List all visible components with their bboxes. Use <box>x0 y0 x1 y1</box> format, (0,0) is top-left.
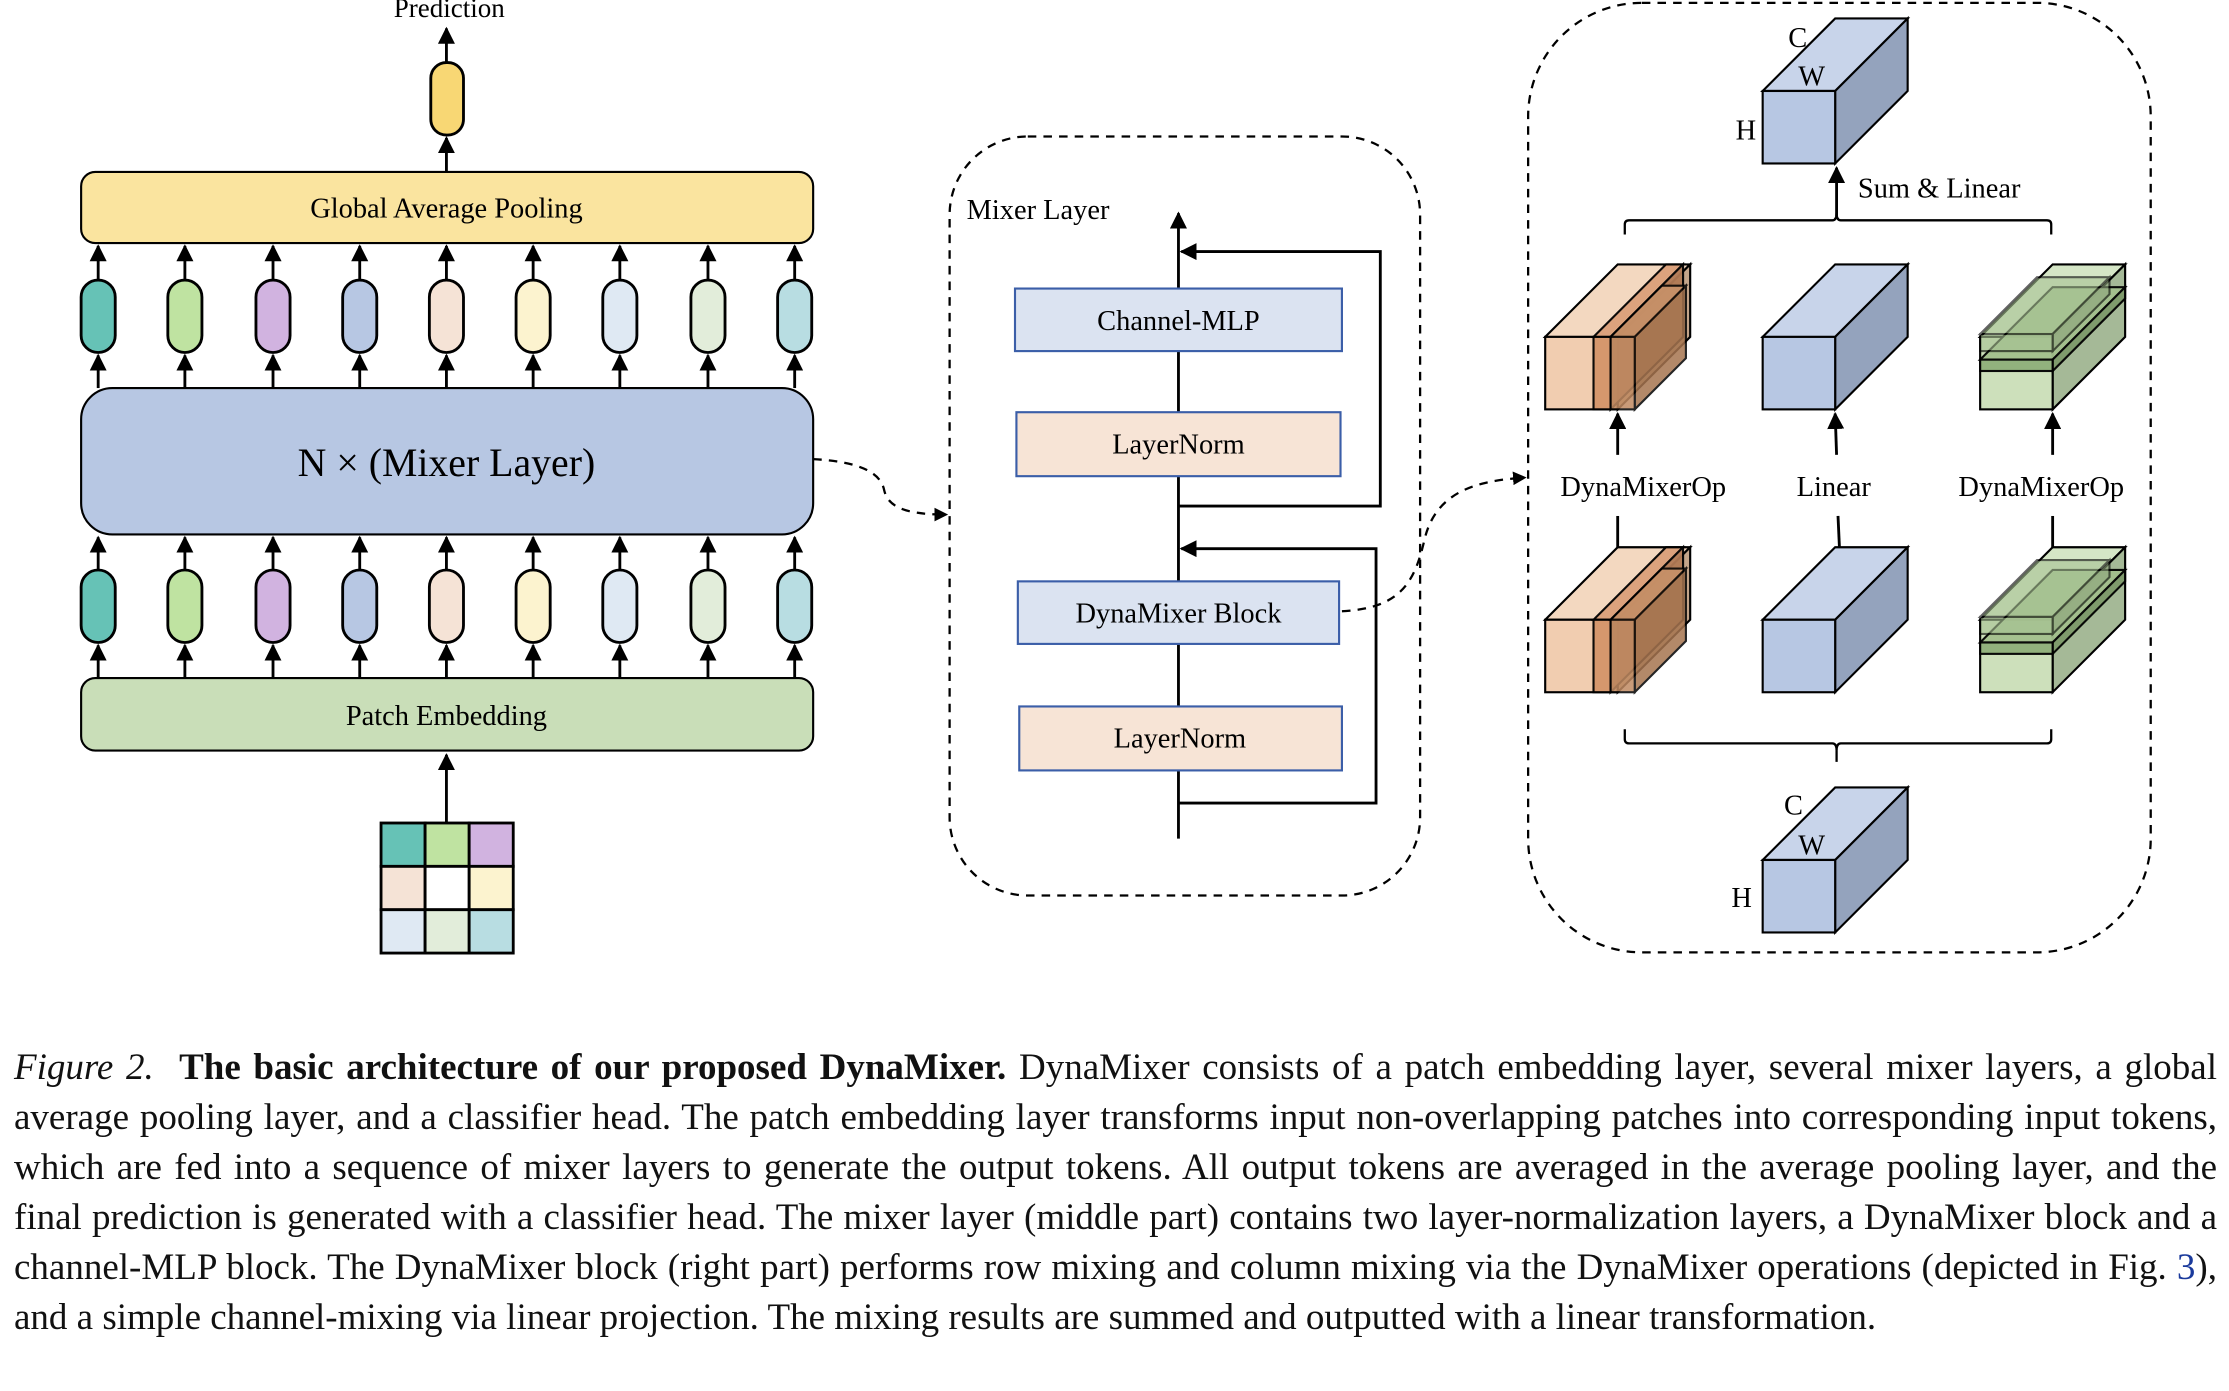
cube-front <box>1979 641 2054 655</box>
token <box>601 278 639 354</box>
layernorm-label: LayerNorm <box>1112 429 1245 460</box>
architecture-diagram: Prediction Global Average Pooling N × (M… <box>79 0 2152 955</box>
pooling-label: Global Average Pooling <box>310 193 582 224</box>
mixer-label: N × (Mixer Layer) <box>298 441 596 485</box>
global-average-pooling-box <box>80 170 815 245</box>
cube-front <box>1609 618 1636 694</box>
channel-mlp-label: Channel-MLP <box>1097 306 1260 337</box>
token <box>689 568 727 644</box>
token <box>79 568 117 644</box>
token-columns <box>79 244 814 679</box>
token <box>341 278 379 354</box>
layernorm-block-top <box>1015 411 1342 478</box>
expand-connector <box>813 457 949 522</box>
patch-cell <box>423 821 471 868</box>
input-tensor-cube <box>1760 784 1911 936</box>
prediction-label: Prediction <box>394 0 505 23</box>
figure-number: Figure 2. <box>14 1047 154 1088</box>
token <box>427 278 465 354</box>
token <box>254 568 292 644</box>
cube-front <box>1761 858 1837 934</box>
token <box>689 278 727 354</box>
caption-body: DynaMixer consists of a patch embedding … <box>14 1047 2217 1288</box>
patch-cell <box>423 864 471 912</box>
prediction-token <box>429 61 465 137</box>
dim-w-label: W <box>1798 830 1825 861</box>
cube-front <box>1592 618 1612 694</box>
dim-c-label: C <box>1788 23 1807 54</box>
patch-cell <box>467 864 515 912</box>
input-patch-grid <box>379 821 515 955</box>
linear-op-label: Linear <box>1797 472 1872 503</box>
channel-mlp-block <box>1013 287 1343 353</box>
left-pipeline: Prediction Global Average Pooling N × (M… <box>79 0 815 955</box>
cube-front <box>1609 335 1636 411</box>
token <box>514 278 552 354</box>
caption-body-end: ), and a simple channel-mixing via linea… <box>14 1247 2217 1338</box>
patch-cell <box>467 821 515 868</box>
mixer-layer-title: Mixer Layer <box>967 195 1110 226</box>
cube-front <box>1979 332 2054 353</box>
dynamixer-block-detail: Sum & Linear DynaMixerOp Linear DynaMixe… <box>1526 1 2152 954</box>
expand-connector <box>1341 471 1527 613</box>
token <box>776 568 814 644</box>
embedding-label: Patch Embedding <box>346 701 547 732</box>
token <box>427 568 465 644</box>
dim-h-label: H <box>1736 115 1757 146</box>
layernorm-block-bottom <box>1018 705 1343 772</box>
patch-cell <box>379 821 427 868</box>
dynamixer-block-label: DynaMixer Block <box>1076 599 1283 630</box>
figure-reference-link[interactable]: 3 <box>2176 1247 2196 1288</box>
token <box>166 278 204 354</box>
row-op-label: DynaMixerOp <box>1560 472 1726 503</box>
token <box>166 568 204 644</box>
linear-tensor-cube <box>1760 544 1911 695</box>
column-op-label: DynaMixerOp <box>1958 472 2124 503</box>
output-tensor-cube <box>1760 15 1911 167</box>
linear-tensor-cube <box>1760 261 1911 412</box>
row-mix-slab <box>1608 283 1689 412</box>
cube-front <box>1761 618 1837 694</box>
patch-cell <box>423 908 471 955</box>
dynamixer-block <box>1016 580 1341 645</box>
row-mix-slab <box>1608 565 1689 695</box>
dim-w-label: W <box>1798 61 1825 92</box>
token <box>776 278 814 354</box>
token <box>514 568 552 644</box>
patch-cell <box>467 908 515 955</box>
patch-cell <box>379 864 427 912</box>
cube-front <box>1592 335 1612 411</box>
token <box>341 568 379 644</box>
split-brace <box>1623 729 2053 751</box>
op-arrows <box>1609 411 2062 548</box>
dim-h-label: H <box>1731 883 1752 914</box>
dim-c-label: C <box>1784 790 1803 821</box>
token <box>79 278 117 354</box>
sum-linear-label: Sum & Linear <box>1858 174 2021 205</box>
sum-brace <box>1623 213 2053 235</box>
token <box>254 278 292 354</box>
cube-front <box>1979 615 2054 636</box>
token <box>601 568 639 644</box>
cube-front <box>1761 335 1837 411</box>
column-mix-slab <box>1977 557 2113 637</box>
patch-cell <box>379 908 427 955</box>
mixer-layer-detail: Mixer Layer Channel-MLP LayerNorm DynaMi… <box>948 135 1422 897</box>
cube-front <box>1979 358 2054 373</box>
cube-front <box>1761 89 1837 165</box>
figure-caption: Figure 2. The basic architecture of our … <box>14 1043 2217 1343</box>
column-mix-slab <box>1977 274 2113 354</box>
caption-title: The basic architecture of our proposed D… <box>179 1047 1007 1088</box>
layernorm-label: LayerNorm <box>1114 724 1247 755</box>
